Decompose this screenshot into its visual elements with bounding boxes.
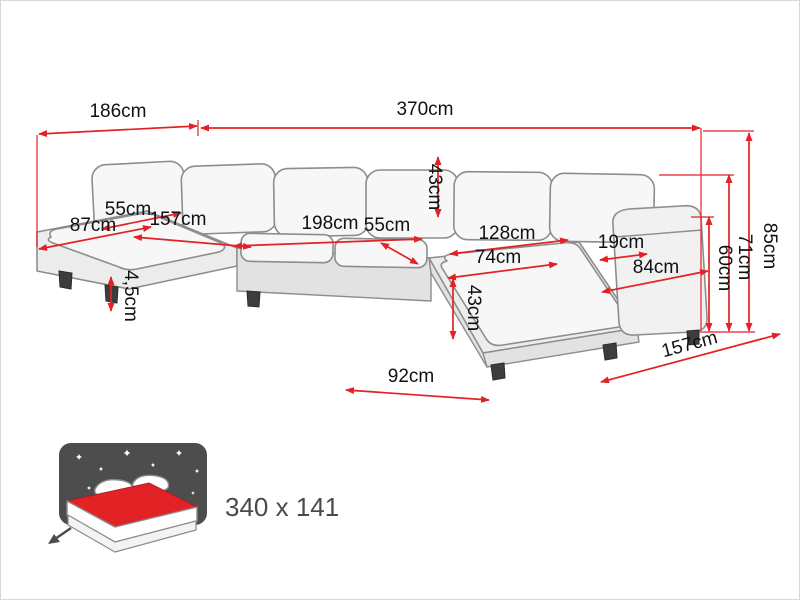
dim-label-right-chaise-width: 74cm — [475, 247, 521, 268]
dim-label-total-height: 85cm — [759, 223, 780, 269]
dim-label-left-chaise-width: 87cm — [70, 215, 116, 236]
fold-out-arrow-icon — [48, 526, 72, 544]
sleeping-size-label: 340 x 141 — [225, 492, 339, 522]
dim-line-chaise-front-depth — [345, 387, 490, 403]
dim-label-left-armrest-depth: 55cm — [105, 199, 151, 220]
dim-line-left-section-length — [133, 234, 252, 250]
dim-label-middle-seat-width: 198cm — [301, 213, 358, 234]
dim-label-right-armrest-width: 19cm — [598, 232, 644, 253]
dim-label-right-end-width: 84cm — [633, 257, 679, 278]
dim-label-total-width: 370cm — [396, 99, 453, 120]
seat-cushion — [240, 232, 334, 264]
sleeping-function-icon — [48, 443, 207, 553]
dim-label-chaise-front-depth: 92cm — [388, 366, 434, 387]
dim-line-right-seat-width — [449, 237, 569, 257]
dim-label-armrest-height: 71cm — [734, 234, 755, 280]
sofa-foot — [602, 342, 618, 361]
armrest-edge-line — [614, 229, 703, 238]
dimension-lines — [36, 120, 781, 403]
dim-label-back-cushion-height: 43cm — [424, 164, 445, 210]
mattress-side — [66, 500, 198, 543]
dim-label-left-section-length: 157cm — [149, 209, 206, 230]
dimension-labels: 186cm 370cm 85cm 71cm 60cm 87cm 55cm 157… — [70, 99, 780, 387]
seat-cushion — [334, 237, 428, 269]
dim-line-right-end-width — [601, 269, 709, 294]
dim-line-middle-seat-depth — [380, 242, 419, 265]
dim-label-seat-height: 43cm — [463, 285, 484, 331]
dim-label-left-depth: 186cm — [89, 101, 146, 122]
sofa-foot — [246, 290, 261, 308]
dim-line-left-depth — [38, 122, 198, 138]
dim-label-right-seat-width: 128cm — [478, 223, 535, 244]
dim-label-leg-height: 4,5cm — [120, 270, 141, 322]
dim-line-right-armrest-width — [599, 251, 648, 263]
dim-line-left-armrest-depth — [101, 211, 182, 231]
dim-label-middle-seat-depth: 55cm — [364, 215, 410, 236]
dim-line-right-chaise-width — [447, 261, 558, 281]
dim-line-right-chaise-length — [600, 332, 781, 384]
bed-base — [67, 514, 197, 553]
dim-label-seat-back-height: 60cm — [714, 245, 735, 291]
sofa-foot — [490, 362, 506, 381]
dim-line-middle-seat-width — [233, 235, 423, 250]
sofa-foot — [58, 270, 73, 290]
